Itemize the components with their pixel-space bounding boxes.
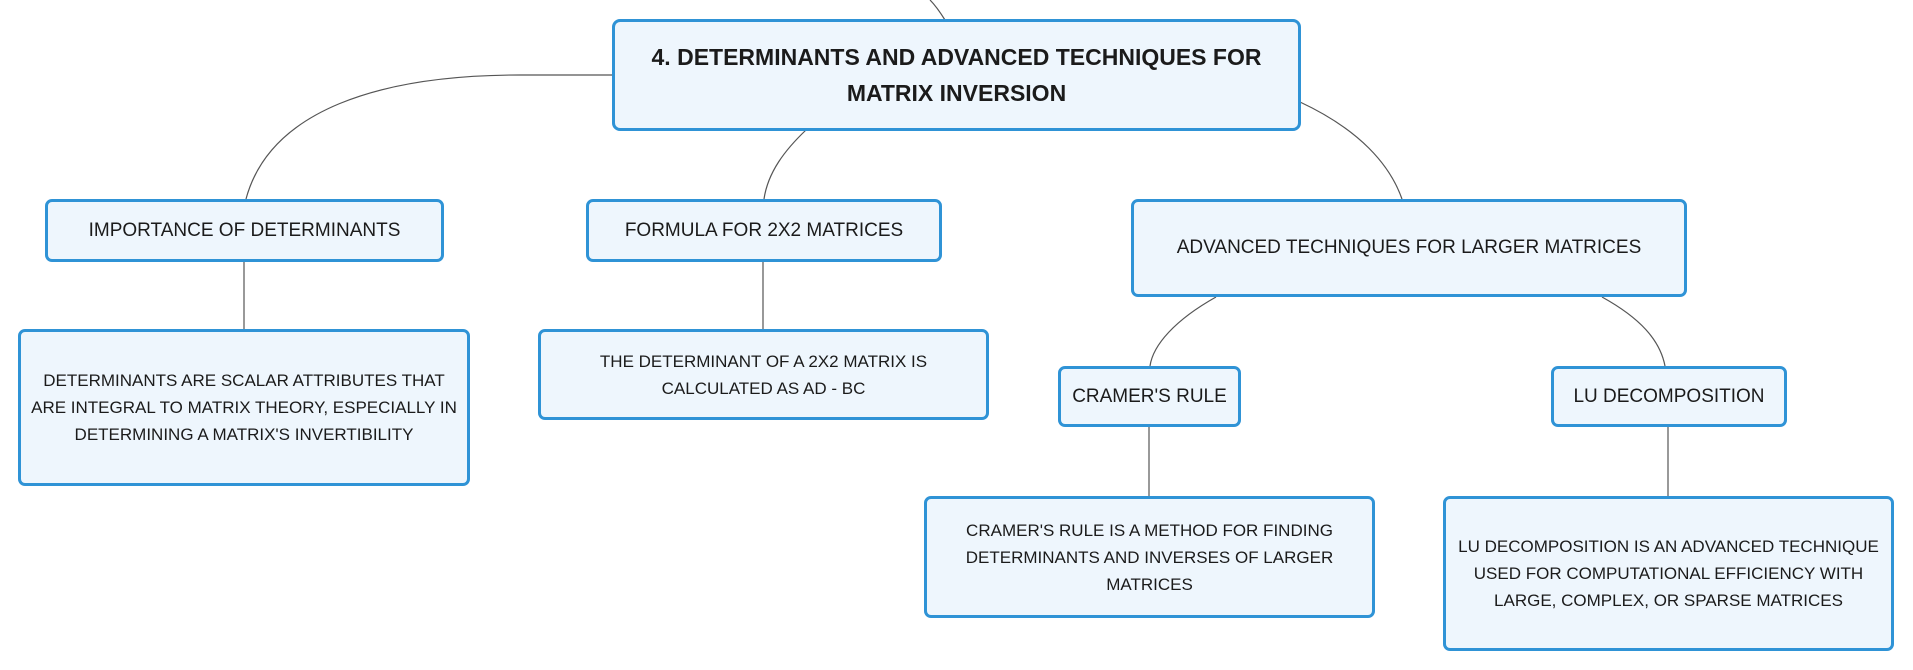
formula-node-label: FORMULA FOR 2X2 MATRICES bbox=[624, 219, 904, 241]
formula-detail-node[interactable]: THE DETERMINANT OF A 2X2 MATRIX IS CALCU… bbox=[538, 329, 989, 420]
lu-node-label: LU DECOMPOSITION bbox=[1573, 385, 1765, 407]
cramer-node[interactable]: CRAMER'S RULE bbox=[1058, 366, 1241, 427]
cramer-detail-text: CRAMER'S RULE IS A METHOD FOR FINDING DE… bbox=[965, 520, 1334, 594]
cramer-detail-node[interactable]: CRAMER'S RULE IS A METHOD FOR FINDING DE… bbox=[924, 496, 1375, 618]
connector-parent-to-root bbox=[929, 0, 946, 21]
root-node[interactable]: 4. DETERMINANTS AND ADVANCED TECHNIQUES … bbox=[612, 19, 1301, 131]
formula-node[interactable]: FORMULA FOR 2X2 MATRICES bbox=[586, 199, 942, 262]
root-node-title: 4. DETERMINANTS AND ADVANCED TECHNIQUES … bbox=[651, 44, 1262, 106]
connector-root-to-formula bbox=[763, 129, 807, 200]
importance-detail-node[interactable]: DETERMINANTS ARE SCALAR ATTRIBUTES THAT … bbox=[18, 329, 470, 486]
lu-node[interactable]: LU DECOMPOSITION bbox=[1551, 366, 1787, 427]
cramer-node-label: CRAMER'S RULE bbox=[1072, 385, 1227, 407]
formula-detail-text: THE DETERMINANT OF A 2X2 MATRIX IS CALCU… bbox=[599, 351, 928, 398]
connector-root-to-importance bbox=[245, 74, 612, 200]
lu-detail-node[interactable]: LU DECOMPOSITION IS AN ADVANCED TECHNIQU… bbox=[1443, 496, 1894, 651]
connector-root-to-advanced bbox=[1299, 101, 1403, 200]
importance-node-label: IMPORTANCE OF DETERMINANTS bbox=[88, 219, 401, 241]
advanced-node-label: ADVANCED TECHNIQUES FOR LARGER MATRICES bbox=[1176, 237, 1642, 258]
advanced-node[interactable]: ADVANCED TECHNIQUES FOR LARGER MATRICES bbox=[1131, 199, 1687, 297]
lu-detail-text: LU DECOMPOSITION IS AN ADVANCED TECHNIQU… bbox=[1458, 537, 1879, 610]
importance-node[interactable]: IMPORTANCE OF DETERMINANTS bbox=[45, 199, 444, 262]
connector-advanced-to-cramer bbox=[1149, 296, 1217, 367]
connector-advanced-to-lu bbox=[1601, 296, 1666, 367]
importance-detail-text: DETERMINANTS ARE SCALAR ATTRIBUTES THAT … bbox=[31, 371, 457, 444]
